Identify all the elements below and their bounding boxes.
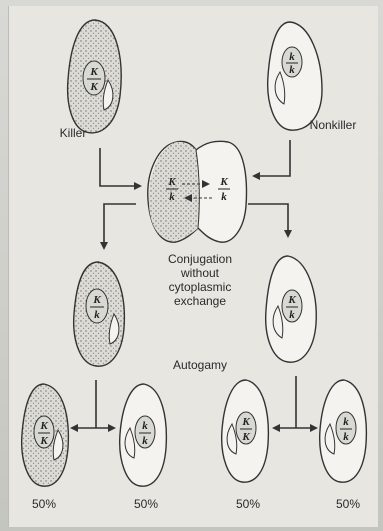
- genotype-conjugant-left-top: K: [167, 176, 176, 188]
- genotype-progeny-3-top: K: [241, 416, 250, 428]
- genotype-nonkiller-bottom: k: [289, 64, 295, 76]
- genotype-conjugant-right-top: K: [219, 176, 228, 188]
- genotype-conjugant-right-bottom: k: [221, 191, 227, 203]
- percentage-2: 50%: [124, 497, 168, 511]
- genotype-progeny-3-bottom: K: [241, 431, 250, 443]
- conjugation-caption-line-3: cytoplasmic: [150, 280, 250, 294]
- percentage-1: 50%: [22, 497, 66, 511]
- arrow-pair-to-right: [248, 204, 288, 236]
- genotype-progeny-1-bottom: K: [39, 435, 48, 447]
- conjugation-caption-line-1: Conjugation: [150, 252, 250, 266]
- conjugation-caption-line-4: exchange: [150, 294, 250, 308]
- genotype-killer-bottom: K: [89, 81, 98, 93]
- genotype-progeny-2-top: k: [142, 420, 148, 432]
- nonkiller-label: Nonkiller: [298, 118, 368, 132]
- percentage-3: 50%: [226, 497, 270, 511]
- genotype-progeny-4-bottom: k: [343, 431, 349, 443]
- conjugation-caption-line-2: without: [150, 266, 250, 280]
- genotype-nonkiller-top: k: [289, 51, 295, 63]
- genotype-exconjugant-right-bottom: k: [289, 309, 295, 321]
- arrow-killer-to-pair: [100, 148, 140, 186]
- percentage-4: 50%: [326, 497, 370, 511]
- genotype-exconjugant-right-top: K: [287, 294, 296, 306]
- autogamy-label: Autogamy: [150, 358, 250, 372]
- genotype-progeny-1-top: K: [39, 420, 48, 432]
- genotype-progeny-2-bottom: k: [142, 435, 148, 447]
- genotype-exconjugant-left-top: K: [92, 294, 101, 306]
- genotype-progeny-4-top: k: [343, 416, 349, 428]
- arrow-nonkiller-to-pair: [254, 140, 290, 176]
- conjugating-pair: [148, 141, 247, 242]
- genotype-conjugant-left-bottom: k: [169, 191, 175, 203]
- genotype-exconjugant-left-bottom: k: [94, 309, 100, 321]
- arrow-pair-to-left: [104, 204, 136, 248]
- killer-label: Killer: [48, 126, 98, 140]
- genotype-killer-top: K: [89, 66, 98, 78]
